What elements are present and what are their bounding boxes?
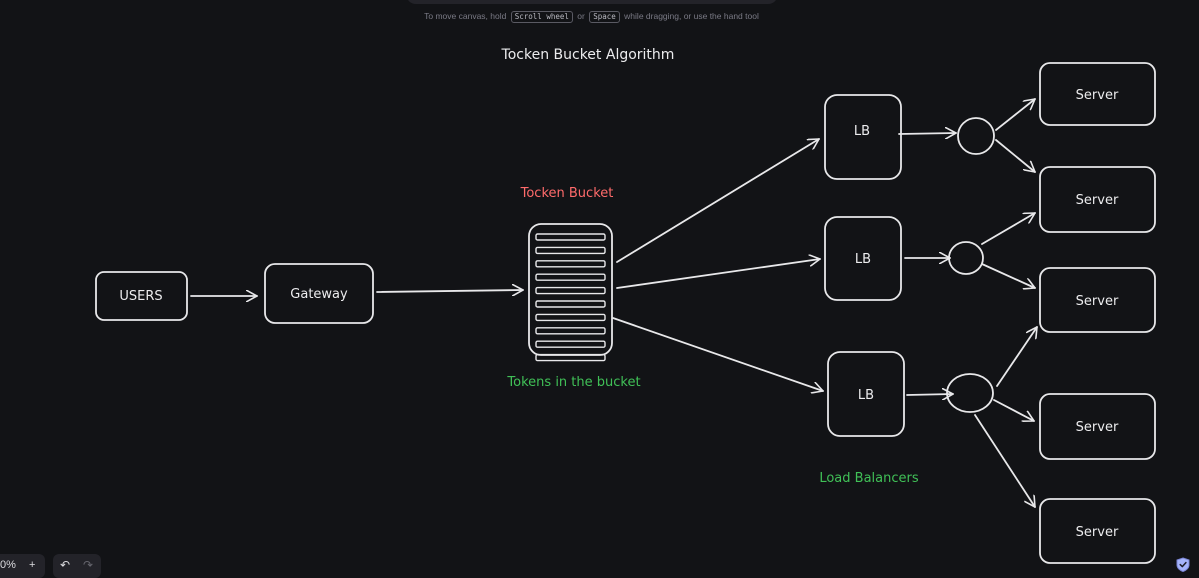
arrow-junction3-server4 xyxy=(993,399,1035,421)
server-label-3: Server xyxy=(1076,294,1119,309)
server-node-1[interactable]: Server xyxy=(1039,62,1156,126)
hint-text-end: while dragging, or use the hand tool xyxy=(624,11,759,21)
token-slot xyxy=(535,286,606,295)
zoom-level[interactable]: 0% xyxy=(0,559,16,571)
diagram-title: Tocken Bucket Algorithm xyxy=(501,47,675,63)
arrow-bucket-lb3 xyxy=(612,317,824,391)
redo-button[interactable]: ↷ xyxy=(83,558,94,572)
lb-node-2[interactable]: LB xyxy=(824,216,902,301)
server-label-5: Server xyxy=(1076,525,1119,540)
server-node-3[interactable]: Server xyxy=(1039,267,1156,333)
server-node-5[interactable]: Server xyxy=(1039,498,1156,564)
lb-node-3[interactable]: LB xyxy=(827,351,905,437)
arrow-junction3-server5 xyxy=(974,414,1036,508)
bucket-label: Tocken Bucket xyxy=(520,186,614,201)
arrow-bucket-lb1 xyxy=(616,138,820,263)
hint-text-or: or xyxy=(577,11,585,21)
canvas-hint: To move canvas, hold Scroll wheel or Spa… xyxy=(0,11,1183,23)
junction-circle-1[interactable] xyxy=(957,117,995,155)
users-node[interactable]: USERS xyxy=(95,271,188,321)
token-slot xyxy=(535,273,606,281)
arrow-junction1-server2 xyxy=(995,139,1036,173)
arrow-lb1-junction xyxy=(898,133,957,134)
lb-label-3: LB xyxy=(858,388,874,403)
hint-text-start: To move canvas, hold xyxy=(424,11,507,21)
token-slot xyxy=(535,353,606,362)
arrow-junction2-server3 xyxy=(981,263,1036,288)
token-slot xyxy=(535,260,606,268)
token-slot xyxy=(535,300,606,308)
zoom-control: 0% + xyxy=(0,554,45,578)
server-label-2: Server xyxy=(1076,193,1119,208)
arrow-junction3-server3 xyxy=(996,326,1038,387)
gateway-node[interactable]: Gateway xyxy=(264,263,374,324)
gateway-label: Gateway xyxy=(290,287,348,302)
token-bucket[interactable] xyxy=(528,223,613,362)
bucket-tokens xyxy=(535,233,606,362)
junction-circle-3[interactable] xyxy=(946,373,994,413)
arrow-lb3-junction xyxy=(906,394,954,395)
token-slot xyxy=(535,327,606,335)
arrow-bucket-lb2 xyxy=(616,259,821,289)
top-toolbar-edge xyxy=(406,0,778,4)
lb-label-2: LB xyxy=(855,252,871,267)
token-slot xyxy=(535,233,606,241)
arrow-gateway-bucket xyxy=(376,290,524,292)
shield-icon[interactable] xyxy=(1176,557,1190,572)
server-label-1: Server xyxy=(1076,88,1119,103)
arrow-junction2-server2 xyxy=(981,212,1036,245)
server-label-4: Server xyxy=(1076,420,1119,435)
tokens-label: Tokens in the bucket xyxy=(506,375,640,390)
arrow-junction1-server1 xyxy=(995,98,1036,131)
junction-circle-2[interactable] xyxy=(948,241,984,275)
lb-label-1: LB xyxy=(854,124,870,139)
history-controls: ↶ ↷ xyxy=(53,554,101,578)
zoom-in-button[interactable]: + xyxy=(29,559,36,571)
lb-node-1[interactable]: LB xyxy=(824,94,902,180)
token-slot xyxy=(535,313,606,322)
server-node-2[interactable]: Server xyxy=(1039,166,1156,233)
space-key: Space xyxy=(589,11,620,23)
load-balancers-label: Load Balancers xyxy=(819,471,919,486)
users-label: USERS xyxy=(119,289,162,304)
token-slot xyxy=(535,340,606,348)
server-node-4[interactable]: Server xyxy=(1039,393,1156,460)
scroll-wheel-key: Scroll wheel xyxy=(510,11,573,23)
undo-button[interactable]: ↶ xyxy=(60,558,71,572)
token-slot xyxy=(535,246,606,255)
